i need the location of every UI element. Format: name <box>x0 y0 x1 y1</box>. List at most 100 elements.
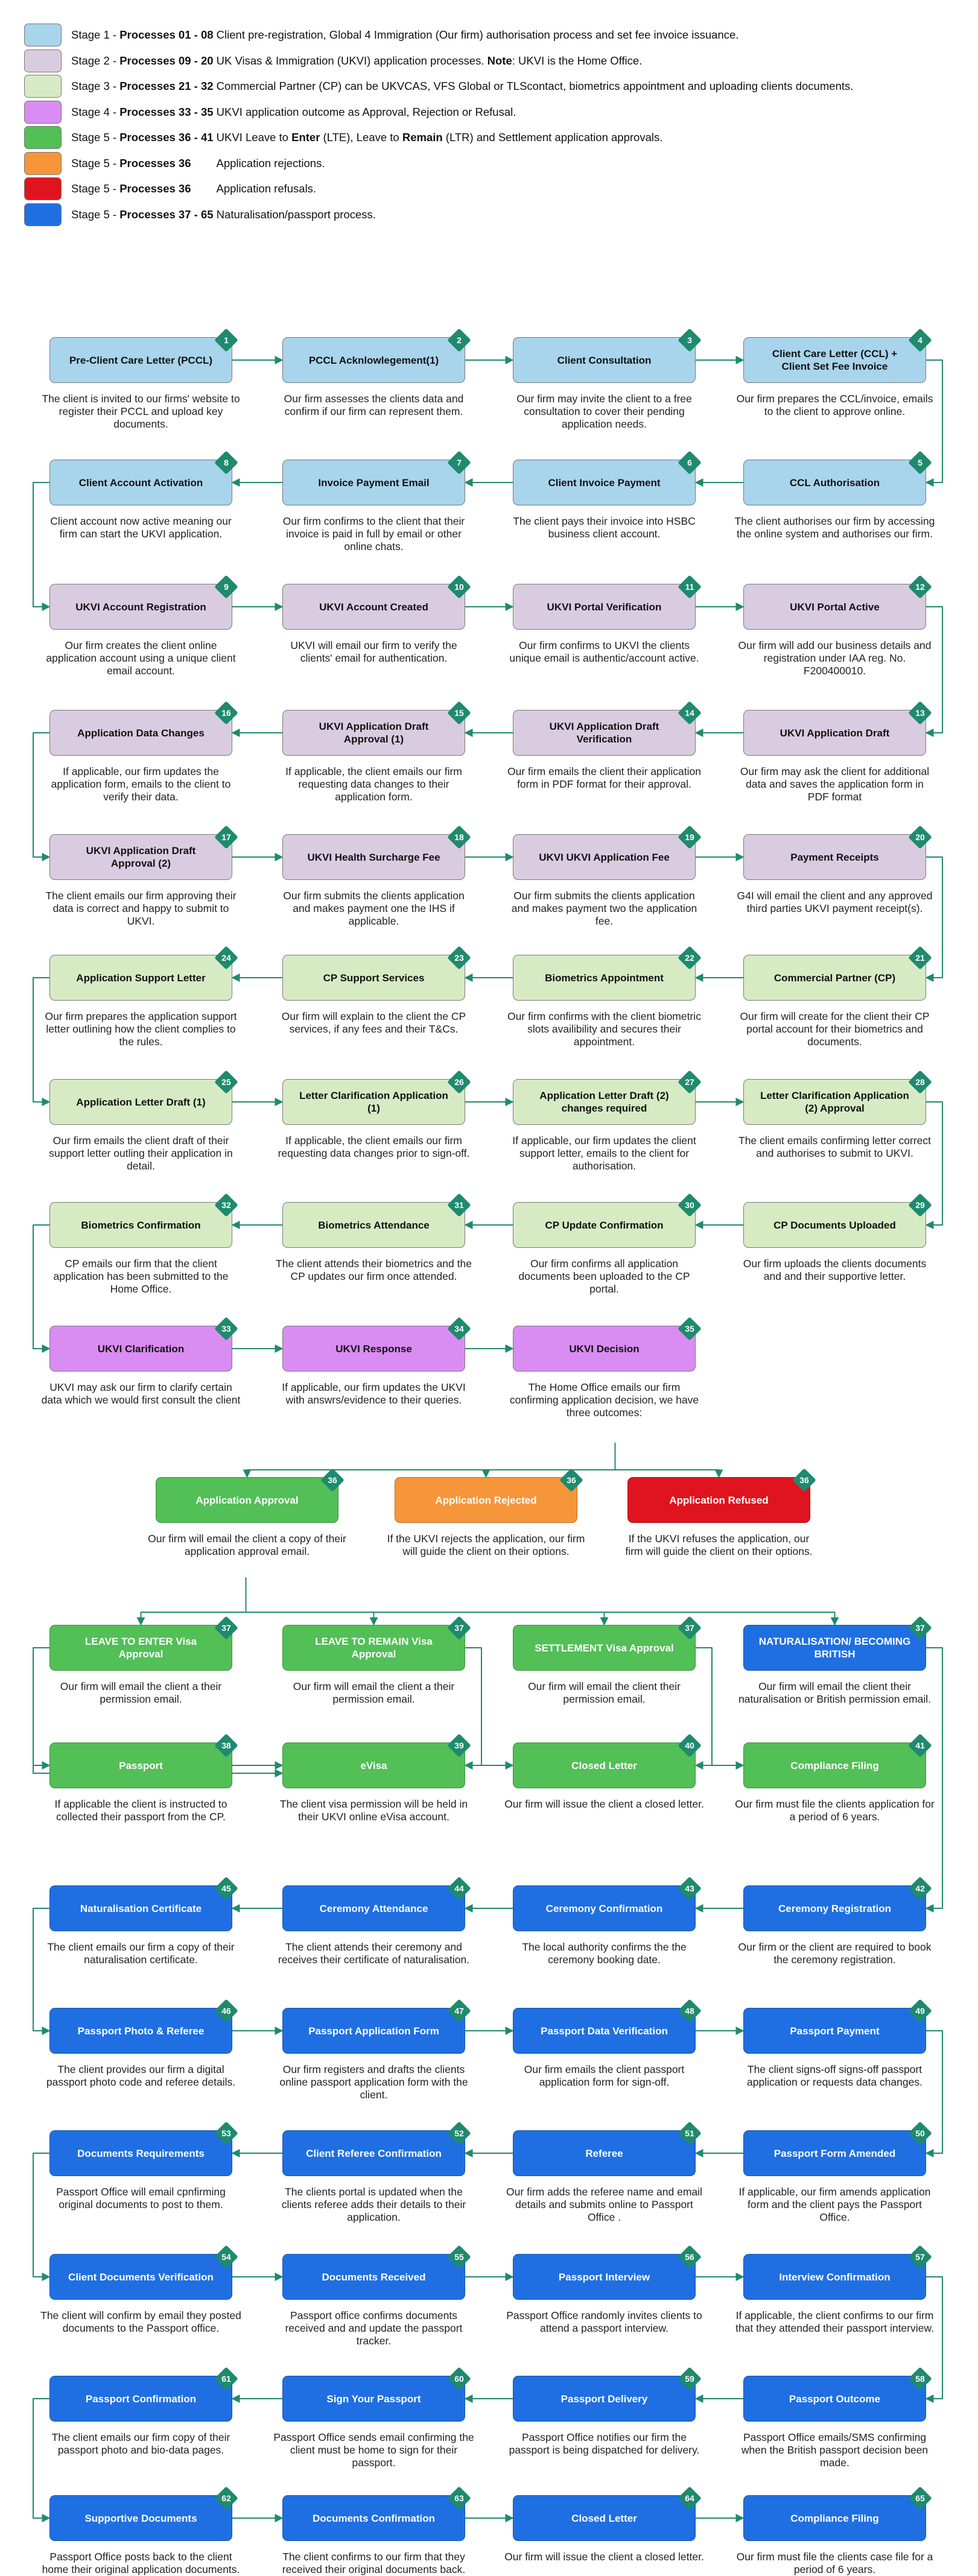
process-title: Closed Letter <box>513 1742 696 1788</box>
step-number: 16 <box>221 708 231 718</box>
process-description: The client emails our firm approving the… <box>45 890 237 927</box>
process-description: Our firm may invite the client to a free… <box>516 393 692 430</box>
process-title: Client Documents Verification <box>49 2254 232 2300</box>
step-number-badge: 40 <box>677 1733 702 1758</box>
legend-bold-text: Note <box>487 54 512 67</box>
process-description: Passport office confirms documents recei… <box>285 2309 463 2347</box>
process-title: Supportive Documents <box>49 2495 232 2541</box>
step-number: 35 <box>685 1324 694 1334</box>
step-number-badge: 26 <box>446 1069 472 1095</box>
process-title: LEAVE TO ENTER Visa Approval <box>49 1625 232 1671</box>
step-number: 9 <box>224 582 229 592</box>
step-number: 62 <box>221 2493 231 2503</box>
step-number-badge: 34 <box>446 1316 472 1341</box>
process-description: If applicable, our firm amends applicati… <box>738 2186 931 2223</box>
process-title: Client Account Activation <box>49 460 232 505</box>
legend-text: Stage 3 - Processes 21 - 32 Commercial P… <box>71 80 853 93</box>
legend-plain-text: Stage 4 - <box>71 105 120 118</box>
legend-bold-text: Processes 33 - 35 <box>119 105 214 118</box>
process-description: Our firm registers and drafts the client… <box>279 2063 468 2101</box>
process-title: UKVI Account Created <box>282 584 465 630</box>
process-title: Sign Your Passport <box>282 2376 465 2422</box>
step-number: 39 <box>454 1741 464 1750</box>
process-title: Application Refused <box>627 1477 810 1523</box>
legend-bold-text: Processes 36 - 41 <box>119 131 214 144</box>
legend-text: Stage 5 - Processes 36 - 41 UKVI Leave t… <box>71 131 662 144</box>
flow-arrow-36a-to-37b <box>245 1577 378 1626</box>
process-title: UKVI UKVI Application Fee <box>513 834 696 880</box>
step-number-badge: 41 <box>907 1733 933 1758</box>
process-description: CP emails our firm that the client appli… <box>53 1258 229 1295</box>
process-description: Our firm will add our business details a… <box>738 639 932 677</box>
process-title: Passport Data Verification <box>513 2008 696 2054</box>
step-number: 32 <box>221 1200 231 1210</box>
step-number-badge: 61 <box>214 2366 239 2391</box>
process-title: Ceremony Registration <box>743 1885 926 1931</box>
legend-plain-text: UKVI application outcome as Approval, Re… <box>213 105 516 118</box>
legend-item: Stage 3 - Processes 21 - 32 Commercial P… <box>24 74 853 98</box>
process-description: Our firm will email the client a their p… <box>60 1680 222 1705</box>
process-title: UKVI Application Draft Verification <box>513 710 696 756</box>
step-number: 51 <box>685 2128 694 2138</box>
process-description: Client account now active meaning our fi… <box>50 515 232 540</box>
step-number-badge: 59 <box>677 2366 702 2391</box>
step-number-badge: 16 <box>214 700 239 726</box>
process-title: Interview Confirmation <box>743 2254 926 2300</box>
step-number: 31 <box>454 1200 464 1210</box>
legend-plain-text: (LTE), Leave to <box>320 131 402 144</box>
process-title: UKVI Portal Verification <box>513 584 696 630</box>
flow-arrow-36a-to-37d <box>245 1577 839 1626</box>
legend-bold-text: Processes 01 - 08 <box>119 28 214 41</box>
step-number: 55 <box>454 2252 464 2262</box>
process-title: UKVI Clarification <box>49 1326 232 1372</box>
step-number: 50 <box>915 2128 925 2138</box>
process-title: Compliance Filing <box>743 1742 926 1788</box>
step-number: 41 <box>915 1741 925 1750</box>
process-description: The client will confirm by email they po… <box>40 2309 241 2334</box>
process-title: Ceremony Attendance <box>282 1885 465 1931</box>
step-number: 37 <box>454 1623 464 1633</box>
process-description: Our firm or the client are required to b… <box>738 1941 932 1966</box>
process-description: The client is invited to our firms' webs… <box>42 393 240 430</box>
process-description: Our firm confirms to the client that the… <box>282 515 465 552</box>
flow-arrow-53-to-54 <box>33 2153 51 2281</box>
process-description: Passport Office posts back to the client… <box>42 2551 240 2575</box>
step-number-badge: 5 <box>907 450 933 475</box>
process-title: Passport <box>49 1742 232 1788</box>
step-number-badge: 7 <box>446 450 472 475</box>
step-number-badge: 14 <box>677 700 702 726</box>
step-number-badge: 47 <box>446 1998 472 2024</box>
process-description: The local authority confirms the the cer… <box>522 1941 687 1966</box>
step-number-badge: 8 <box>214 450 239 475</box>
process-description: The client pays their invoice into HSBC … <box>513 515 696 540</box>
process-title: Biometrics Confirmation <box>49 1202 232 1248</box>
process-title: UKVI Decision <box>513 1326 696 1372</box>
step-number: 22 <box>685 953 694 963</box>
legend-plain-text: Application rejections. <box>216 156 325 169</box>
process-title: Client Referee Confirmation <box>282 2130 465 2176</box>
process-title: Letter Clarification Application (1) <box>282 1079 465 1125</box>
step-number: 52 <box>454 2128 464 2138</box>
legend-plain-text: Application refusals. <box>216 182 317 195</box>
process-description: Passport Office sends email confirming t… <box>273 2431 474 2469</box>
process-description: The client emails confirming letter corr… <box>738 1135 931 1159</box>
process-description: The client signs-off signs-off passport … <box>747 2063 922 2088</box>
process-description: The Home Office emails our firm confirmi… <box>509 1381 699 1419</box>
process-description: If applicable, our firm updates the appl… <box>51 765 231 803</box>
step-number-badge: 21 <box>907 945 933 970</box>
process-description: The clients portal is updated when the c… <box>281 2186 466 2223</box>
step-number: 54 <box>221 2252 231 2262</box>
process-title: UKVI Application Draft Approval (2) <box>49 834 232 880</box>
step-number-badge: 9 <box>214 574 239 600</box>
legend-swatch <box>24 24 62 46</box>
flow-arrow-8-to-9 <box>33 482 51 611</box>
step-number: 29 <box>915 1200 925 1210</box>
process-title: Commercial Partner (CP) <box>743 955 926 1001</box>
process-description: The client confirms to our firm that the… <box>282 2551 466 2575</box>
process-description: The client authorises our firm by access… <box>734 515 935 540</box>
step-number-badge: 37 <box>677 1615 702 1641</box>
process-description: Our firm will email the client their per… <box>528 1680 681 1705</box>
step-number-badge: 42 <box>907 1876 933 1901</box>
